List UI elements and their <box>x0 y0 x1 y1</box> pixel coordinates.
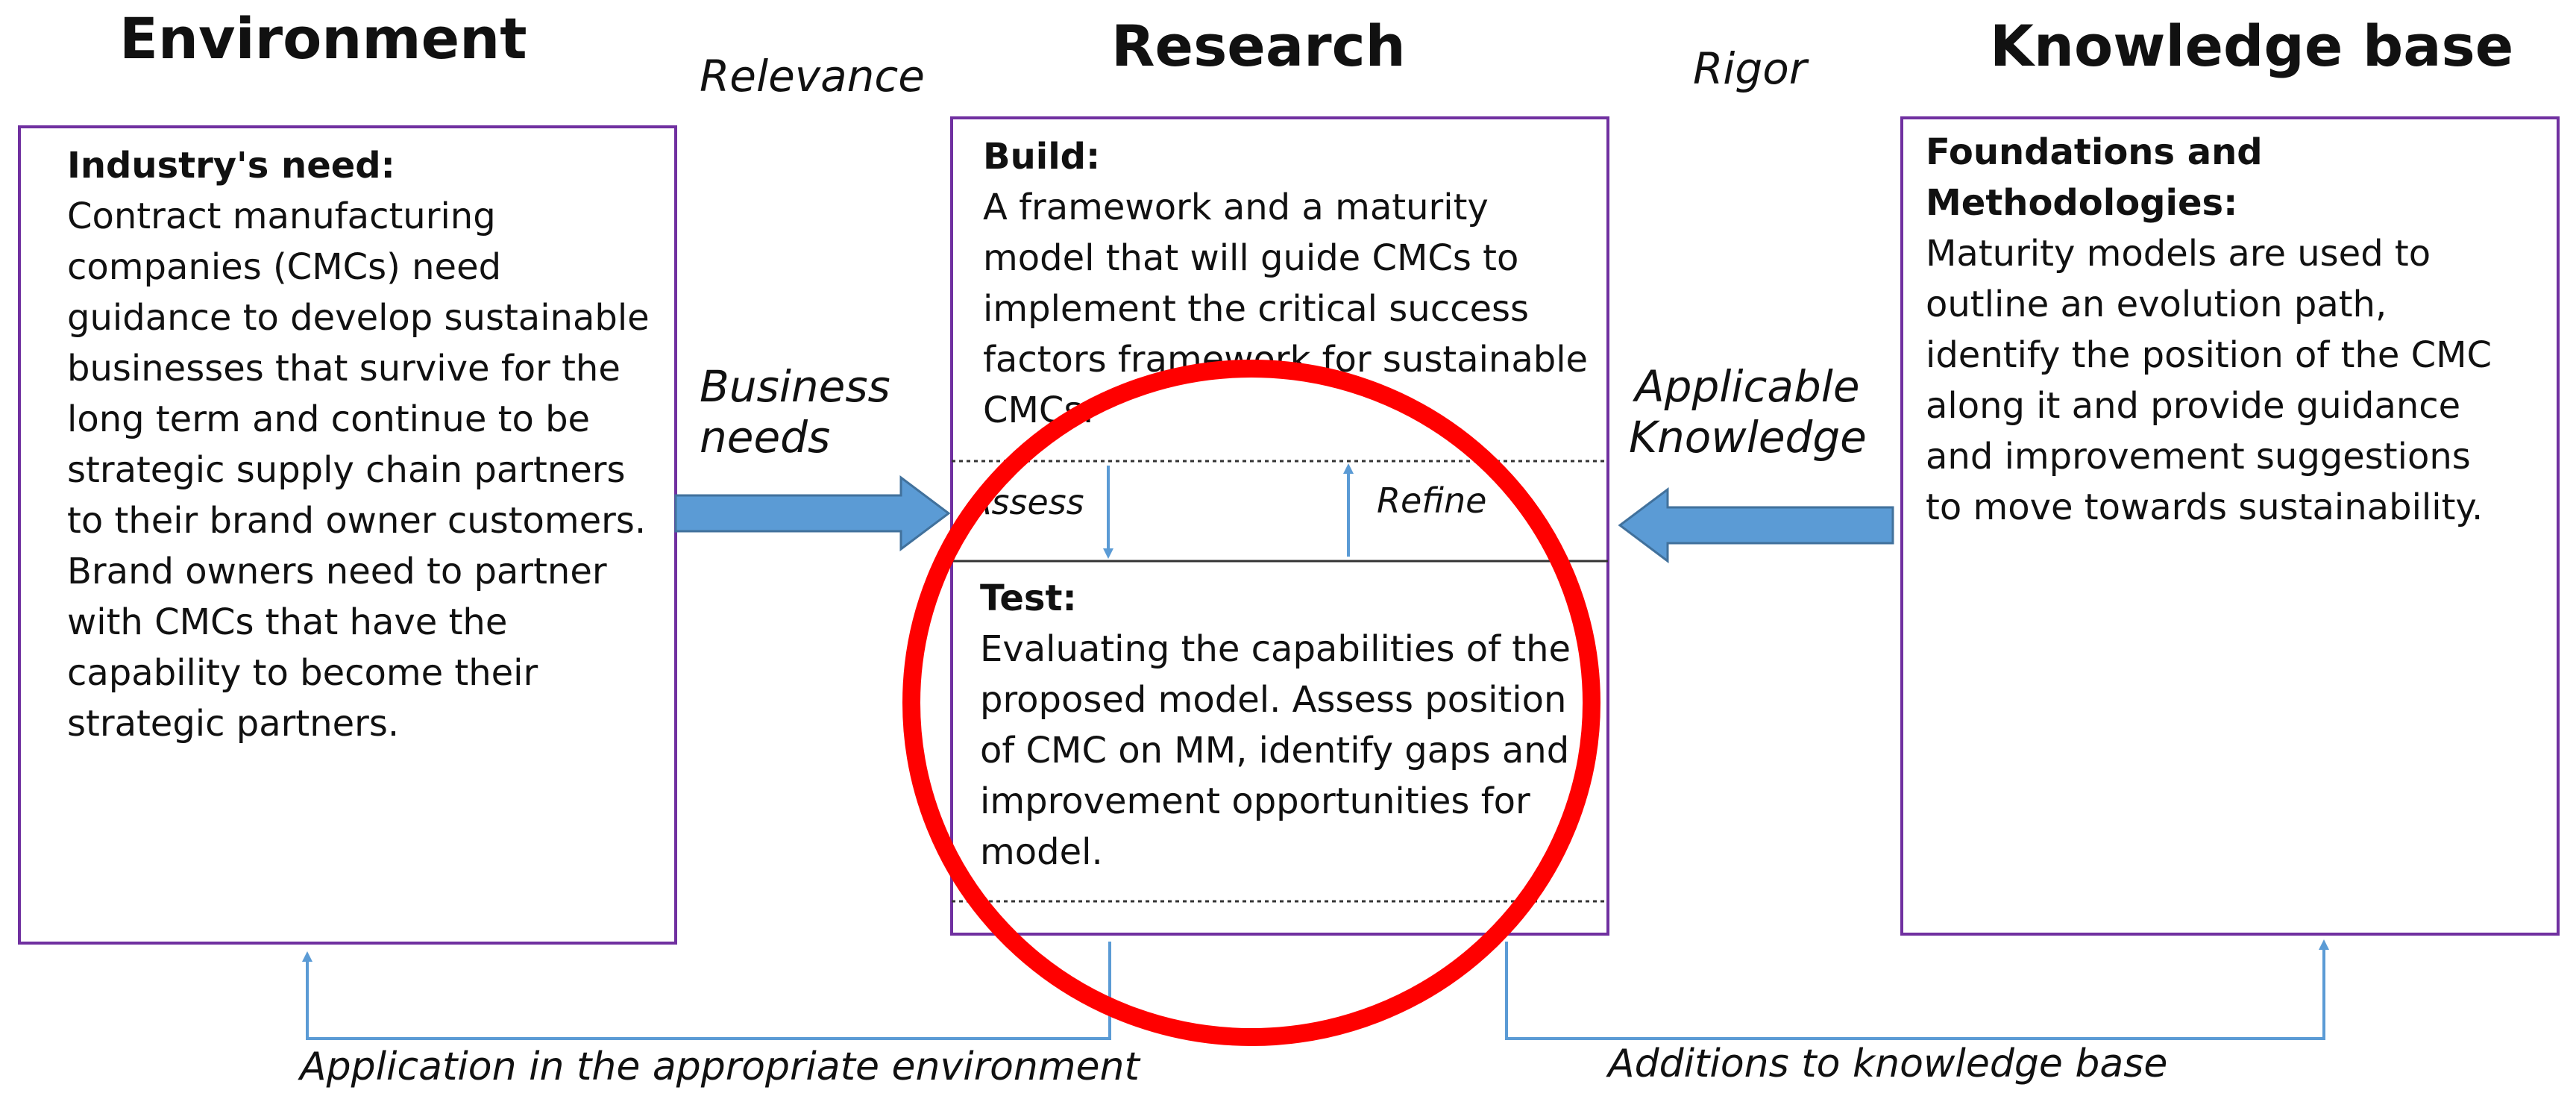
knowledge-box: Foundations and Methodologies: Maturity … <box>1900 116 2560 936</box>
test-line: of CMC on MM, identify gaps and <box>980 730 1570 771</box>
application-connector <box>302 942 1111 1040</box>
build-line: factors framework for sustainable <box>983 339 1589 381</box>
knowledge-line: along it and provide guidance <box>1926 385 2461 427</box>
relevance-label: Relevance <box>700 51 925 101</box>
knowledge-line: to move towards sustainability. <box>1926 486 2484 528</box>
environment-line: strategic partners. <box>67 703 400 745</box>
test-header: Test: <box>980 577 1077 619</box>
rigor-label: Rigor <box>1693 43 1807 94</box>
knowledge-line: and improvement suggestions <box>1926 436 2471 478</box>
environment-line: with CMCs that have the <box>67 601 508 643</box>
assess-label: Assess <box>968 482 1084 522</box>
knowledge-line: identify the position of the CMC <box>1926 334 2492 376</box>
build-header: Build: <box>983 136 1101 178</box>
environment-heading: Environment <box>119 5 527 72</box>
environment-line: businesses that survive for the <box>67 348 621 389</box>
research-heading: Research <box>1111 13 1406 79</box>
test-line: model. <box>980 831 1103 873</box>
test-line: Evaluating the capabilities of the <box>980 628 1571 670</box>
business-needs-line2: needs <box>700 412 831 463</box>
build-line: A framework and a maturity <box>983 187 1489 228</box>
business-needs-label: Business needs <box>700 361 890 463</box>
business-needs-arrow <box>674 475 951 551</box>
test-line: proposed model. Assess position <box>980 679 1567 721</box>
additions-connector <box>1505 939 2329 1040</box>
build-line: model that will guide CMCs to <box>983 237 1519 279</box>
test-section: Test: Evaluating the capabilities of the… <box>980 573 1571 877</box>
knowledge-base-heading: Knowledge base <box>1990 13 2514 79</box>
build-section: Build: A framework and a maturity model … <box>983 131 1588 436</box>
knowledge-header-line1: Foundations and <box>1926 131 2263 173</box>
environment-line: long term and continue to be <box>67 398 591 440</box>
build-line: implement the critical success <box>983 288 1530 330</box>
test-line: improvement opportunities for <box>980 780 1530 822</box>
environment-line: companies (CMCs) need <box>67 246 502 288</box>
environment-line: guidance to develop sustainable <box>67 297 650 339</box>
applicable-knowledge-label: Applicable Knowledge <box>1629 361 1867 463</box>
environment-line: to their brand owner customers. <box>67 500 647 542</box>
environment-line: capability to become their <box>67 652 538 694</box>
applicable-knowledge-line2: Knowledge <box>1629 412 1867 463</box>
application-label: Application in the appropriate environme… <box>300 1045 1140 1089</box>
knowledge-line: outline an evolution path, <box>1926 284 2387 325</box>
environment-line: Brand owners need to partner <box>67 551 607 592</box>
refine-label: Refine <box>1377 480 1487 521</box>
applicable-knowledge-line1: Applicable <box>1635 361 1860 412</box>
knowledge-header-line2: Methodologies: <box>1926 182 2238 224</box>
build-line: CMCs. <box>983 389 1094 431</box>
business-needs-line1: Business <box>700 361 890 412</box>
environment-line: Contract manufacturing <box>67 195 496 237</box>
environment-box-header: Industry's need: <box>67 145 395 187</box>
knowledge-line: Maturity models are used to <box>1926 233 2431 275</box>
environment-box: Industry's need: Contract manufacturing … <box>18 125 677 945</box>
additions-label: Additions to knowledge base <box>1608 1042 2168 1086</box>
applicable-knowledge-arrow <box>1618 487 1894 563</box>
environment-line: strategic supply chain partners <box>67 449 626 491</box>
